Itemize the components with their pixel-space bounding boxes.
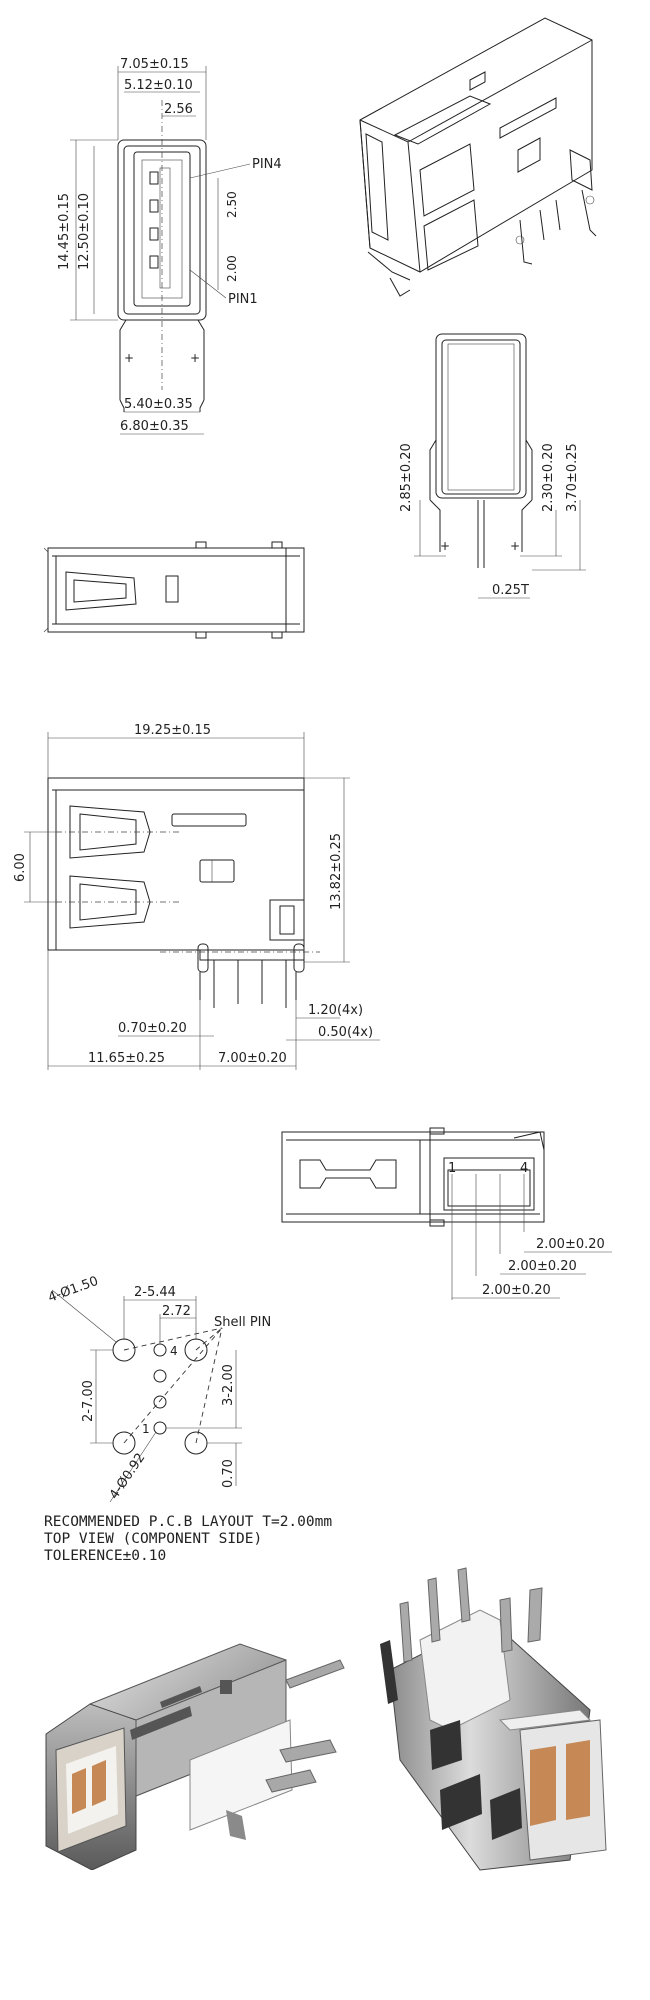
connector-photo-horizontal (45, 1643, 345, 1870)
dim-side-length: 19.25±0.15 (134, 723, 211, 738)
dim-leg-inner: 5.40±0.35 (124, 397, 193, 412)
bottom-pitch-2: 2.00±0.20 (508, 1259, 577, 1274)
dim-vertical-pitch: 2-7.00 (81, 1380, 96, 1422)
front-view: + + 7.05±0.15 5.12±0.10 2.56 14.45±0.15 … (57, 57, 282, 435)
note-line-3: TOLERENCE±0.10 (44, 1548, 167, 1564)
dim-height-inner: 12.50±0.10 (77, 193, 92, 270)
dim-end-left-height: 2.85±0.20 (399, 443, 414, 512)
bottom-view: 1 4 2.00±0.20 2.00±0.20 2.00±0.20 (281, 1127, 612, 1300)
bottom-pin-1: 1 (448, 1161, 456, 1176)
dim-body-length: 11.65±0.25 (88, 1051, 165, 1066)
dim-shell-pitch: 2-5.44 (134, 1285, 176, 1300)
dim-port-spacing: 6.00 (13, 853, 28, 882)
side-view: 19.25±0.15 13.82±0.25 6.00 1.20(4x) 0.50… (13, 723, 380, 1070)
note-line-2: TOP VIEW (COMPONENT SIDE) (44, 1531, 263, 1547)
dim-width-inner: 5.12±0.10 (124, 78, 193, 93)
bottom-pitch-1: 2.00±0.20 (536, 1237, 605, 1252)
bottom-pitch-3: 2.00±0.20 (482, 1283, 551, 1298)
dim-end-right-height-a: 2.30±0.20 (541, 443, 556, 512)
dim-pin-span: 7.00±0.20 (218, 1051, 287, 1066)
shell-pin-label: Shell PIN (214, 1315, 271, 1330)
dim-pin-offset: 0.70±0.20 (118, 1021, 187, 1036)
dim-side-height: 13.82±0.25 (329, 833, 344, 910)
dim-pin-width-b: 0.50(4x) (318, 1025, 373, 1040)
note-line-1: RECOMMENDED P.C.B LAYOUT T=2.00mm (44, 1514, 333, 1530)
dim-end-right-height-b: 3.70±0.25 (565, 443, 580, 512)
top-view (43, 541, 305, 639)
end-view: + + 2.85±0.20 2.30±0.20 3.70±0.25 0.25T (399, 333, 586, 599)
dim-shell-hole: 4-Ø1.50 (46, 1274, 100, 1306)
dim-offset: 0.70 (221, 1459, 236, 1488)
pin1-label: PIN1 (228, 292, 258, 307)
dim-leg-outer: 6.80±0.35 (120, 419, 189, 434)
pcb-layout: 4 1 Shell PIN 2-5.44 2.72 4-Ø1.50 2-7.00… (46, 1274, 271, 1502)
isometric-view (359, 17, 597, 297)
svg-text:+: + (440, 539, 450, 553)
pin4-label: PIN4 (252, 157, 282, 172)
svg-text:+: + (510, 539, 520, 553)
svg-text:+: + (124, 351, 134, 365)
dim-pin-hole: 4-Ø0.92 (107, 1451, 149, 1503)
dim-pin-pitch: 3-2.00 (221, 1364, 236, 1406)
svg-text:+: + (190, 351, 200, 365)
dim-width-overall: 7.05±0.15 (120, 57, 189, 72)
dim-pitch-b: 2.00 (225, 255, 239, 282)
dim-pin-width-a: 1.20(4x) (308, 1003, 363, 1018)
dim-pitch-a: 2.50 (225, 191, 239, 218)
pcb-pin-4: 4 (170, 1344, 178, 1358)
connector-photo-vertical (380, 1567, 607, 1871)
dim-height-overall: 14.45±0.15 (57, 193, 72, 270)
bottom-pin-4: 4 (520, 1161, 528, 1176)
dim-pitch-small: 2.72 (162, 1304, 191, 1319)
pcb-pin-1: 1 (142, 1422, 150, 1436)
dim-thickness: 0.25T (492, 583, 529, 598)
dim-pin-offset: 2.56 (164, 102, 193, 117)
